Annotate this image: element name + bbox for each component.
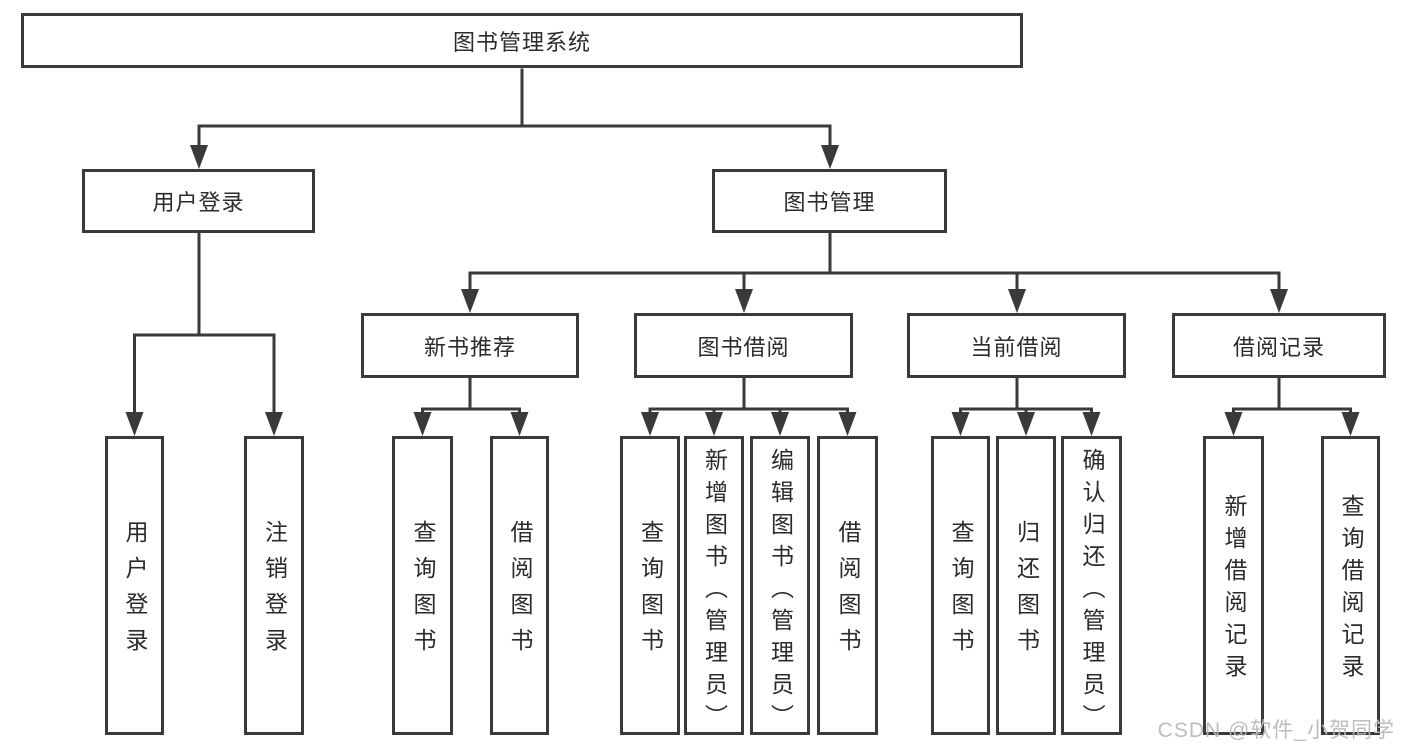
node-library-system: 图书管理系统 [21, 13, 1023, 68]
leaf-query-books-current: 查询图书 [931, 436, 990, 735]
leaf-borrow-books-borrow: 借阅图书 [817, 436, 878, 735]
node-user-login: 用户登录 [82, 169, 315, 233]
csdn-watermark: CSDN @软件_小贺同学 [1157, 719, 1395, 742]
node-borrow-records: 借阅记录 [1172, 313, 1386, 378]
leaf-return-book: 归还图书 [996, 436, 1056, 735]
leaf-add-borrow-record: 新增借阅记录 [1203, 436, 1264, 735]
node-new-book-recommend: 新书推荐 [361, 313, 579, 378]
leaf-add-book-admin: 新增图书（管理员） [684, 436, 744, 736]
leaf-confirm-return-admin: 确认归还（管理员） [1061, 436, 1122, 736]
leaf-user-login: 用户登录 [105, 436, 164, 735]
node-current-borrow: 当前借阅 [907, 313, 1126, 378]
node-book-management: 图书管理 [712, 169, 947, 233]
leaf-logout: 注销登录 [244, 436, 304, 735]
leaf-query-borrow-record: 查询借阅记录 [1321, 436, 1380, 735]
leaf-query-books-borrow: 查询图书 [620, 436, 680, 735]
node-book-borrow: 图书借阅 [634, 313, 853, 378]
leaf-borrow-books-recommend: 借阅图书 [490, 436, 549, 735]
leaf-query-books-recommend: 查询图书 [392, 436, 453, 735]
leaf-edit-book-admin: 编辑图书（管理员） [750, 436, 810, 736]
